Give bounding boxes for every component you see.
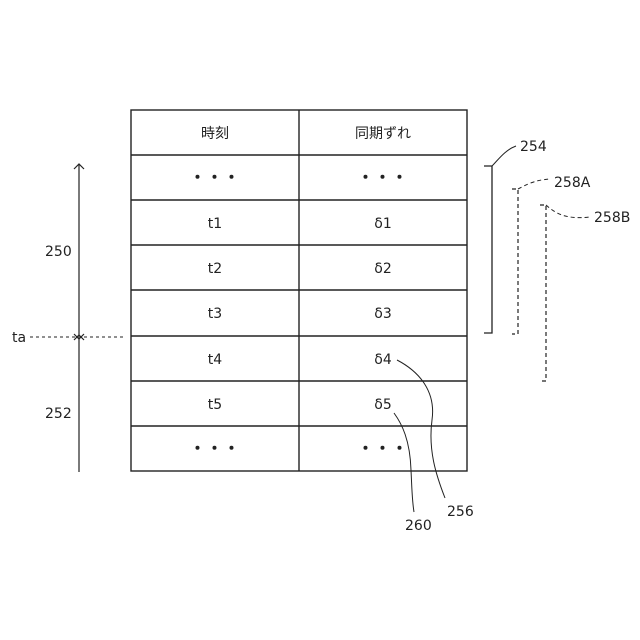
callout-line-260 [394, 413, 414, 512]
cell-offset-d5: δ5 [374, 397, 391, 413]
bracket-258B-leader [546, 205, 590, 218]
bracket-258B [540, 205, 546, 381]
cell-time-ellipsis-bottom: ・・・ [189, 439, 240, 458]
cell-time-t3: t3 [208, 306, 222, 322]
cell-time-t1: t1 [208, 216, 222, 232]
time-marker-label: ta [12, 330, 26, 346]
cell-offset-d2: δ2 [374, 261, 391, 277]
bracket-254 [484, 166, 492, 333]
bracket-label-254: 254 [520, 139, 547, 155]
cell-offset-d4: δ4 [374, 352, 392, 368]
range-label-252: 252 [45, 406, 72, 422]
cell-offset-ellipsis-bottom: ・・・ [357, 439, 408, 458]
data-table [131, 110, 467, 471]
cell-time-t5: t5 [208, 397, 222, 413]
bracket-254-leader [492, 146, 516, 166]
cell-offset-d3: δ3 [374, 306, 391, 322]
bracket-label-258B: 258B [594, 210, 630, 226]
cell-time-t4: t4 [208, 352, 222, 368]
bracket-258A [512, 189, 518, 334]
cell-offset-d1: δ1 [374, 216, 391, 232]
callout-label-260: 260 [405, 518, 432, 534]
bracket-258A-leader [518, 179, 550, 189]
header-time: 時刻 [201, 126, 229, 142]
cell-time-t2: t2 [208, 261, 222, 277]
range-label-250: 250 [45, 244, 72, 260]
cell-offset-ellipsis-top: ・・・ [357, 168, 408, 187]
header-sync-offset: 同期ずれ [355, 126, 411, 142]
callout-label-256: 256 [447, 504, 474, 520]
bracket-label-258A: 258A [554, 175, 591, 191]
cell-time-ellipsis-top: ・・・ [189, 168, 240, 187]
